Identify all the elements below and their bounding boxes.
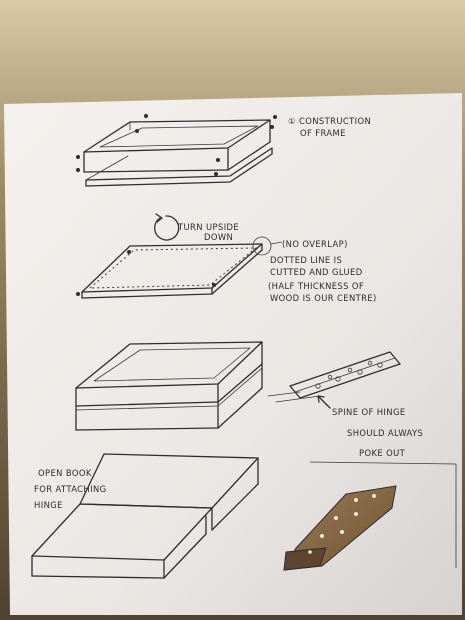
frame-construction-sketch xyxy=(83,119,273,187)
spine-label-line1: SPINE OF HINGE xyxy=(332,407,406,417)
turn-label-line1: TURN UPSIDE xyxy=(177,222,239,232)
open-book-sketch xyxy=(31,453,259,579)
open-book-label-line2: FOR ATTACHING xyxy=(34,484,107,494)
rotate-arrow-icon xyxy=(154,213,180,241)
dotted-cut-line xyxy=(89,247,258,289)
open-book-label-line3: HINGE xyxy=(34,500,63,510)
dotted-label-line4: WOOD IS OUR CENTRE) xyxy=(270,293,377,303)
step1-label-line1: ① CONSTRUCTION xyxy=(288,116,371,126)
frame-nail-dots xyxy=(76,114,277,176)
stacked-box-sketch xyxy=(75,341,263,431)
dotted-label-line3: (HALF THICKNESS OF xyxy=(268,281,364,291)
turn-label-line2: DOWN xyxy=(204,232,233,242)
upside-down-frame-sketch xyxy=(81,243,263,299)
step1-label-line2: OF FRAME xyxy=(300,128,346,138)
dotted-label-line2: CUTTED AND GLUED xyxy=(270,267,363,277)
paper-sheet xyxy=(4,93,462,615)
spine-label-line3: POKE OUT xyxy=(359,448,406,458)
corner-leader xyxy=(270,241,283,245)
spine-arrow-icon xyxy=(317,395,331,409)
no-overlap-label: (NO OVERLAP) xyxy=(282,239,348,249)
open-book-label-line1: OPEN BOOK xyxy=(38,468,92,478)
corner-detail-circle xyxy=(252,236,272,256)
dotted-label-line1: DOTTED LINE IS xyxy=(270,255,342,265)
hinge-sketch xyxy=(267,351,401,403)
hinge-closeup xyxy=(283,461,457,571)
spine-label-line2: SHOULD ALWAYS xyxy=(347,428,423,438)
